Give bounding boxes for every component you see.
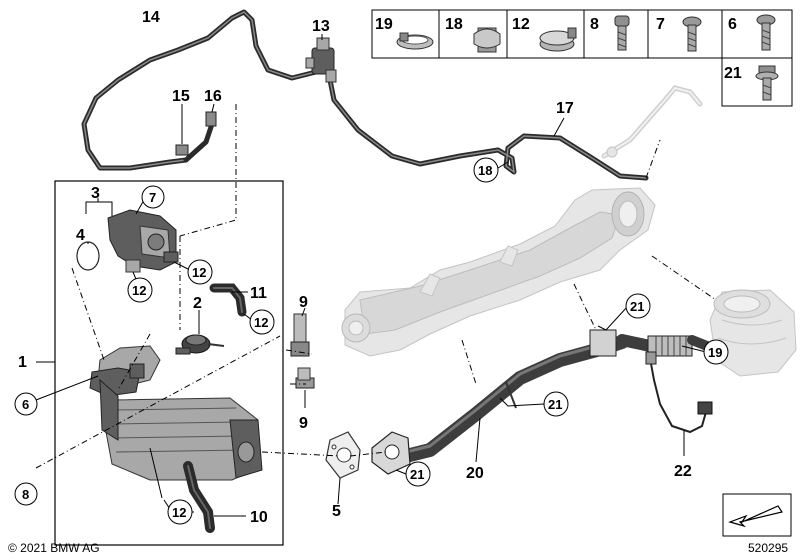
legend-label-7: 7	[656, 16, 665, 33]
fastener-legend: 19 18 12 8 7 6 21	[371, 9, 793, 107]
callout-circle-19	[703, 339, 729, 365]
legend-label-6: 6	[728, 16, 737, 33]
callout-8: 8	[22, 487, 29, 502]
hose-10	[183, 461, 215, 533]
bolt-icon	[614, 15, 630, 51]
bolt-icon	[755, 65, 779, 101]
egr-pipe	[371, 329, 717, 475]
intake-manifold	[341, 187, 656, 357]
callout-circle-12a	[127, 277, 153, 303]
callout-16: 16	[204, 88, 222, 105]
callout-21a: 21	[630, 299, 644, 314]
gasket-ring	[76, 241, 100, 271]
stud-bolt-lower	[295, 367, 315, 389]
stud-bolt-upper	[290, 313, 310, 357]
vacuum-line-ghost	[601, 85, 703, 159]
callout-12b: 12	[192, 265, 206, 280]
copyright: © 2021 BMW AG	[8, 541, 100, 555]
egr-valve-actuator	[107, 209, 179, 273]
callout-20: 20	[466, 465, 484, 482]
callout-circle-8	[14, 482, 38, 506]
callout-circle-6	[14, 392, 38, 416]
vacuum-hose-14	[81, 9, 319, 171]
callout-circle-12d	[167, 499, 193, 525]
callout-circle-21b	[543, 391, 569, 417]
direction-box	[722, 493, 792, 537]
vacuum-hose-17	[327, 77, 649, 181]
callout-21c: 21	[410, 467, 424, 482]
egr-cooler	[89, 345, 263, 481]
callout-7: 7	[149, 190, 156, 205]
callout-6: 6	[22, 397, 29, 412]
callout-13: 13	[312, 18, 330, 35]
dash-dot-lines	[35, 104, 717, 469]
turbocharger-outline	[709, 289, 797, 377]
fastener-clamp-icon	[473, 27, 501, 53]
callout-circle-12b	[187, 259, 213, 285]
callout-9-upper: 9	[299, 294, 308, 311]
callout-14: 14	[142, 9, 160, 26]
callout-12d: 12	[172, 505, 186, 520]
callout-circle-21c	[405, 461, 431, 487]
callout-circle-21a	[625, 293, 651, 319]
callout-circle-18	[473, 157, 499, 183]
callout-22: 22	[674, 463, 692, 480]
legend-label-18: 18	[445, 16, 463, 33]
temperature-sensor	[175, 334, 225, 355]
hose-11	[209, 283, 247, 317]
callout-2: 2	[193, 295, 202, 312]
exhaust-temp-sensor	[645, 351, 713, 434]
legend-label-8: 8	[590, 16, 599, 33]
diagram-number: 520295	[748, 541, 788, 555]
hose-connector-15-16	[175, 111, 217, 163]
callout-12c: 12	[254, 315, 268, 330]
callouts: 1 2 3 4 5 6 7 8 9 9 10 11 12 12 12 12 13…	[14, 9, 729, 526]
callout-19: 19	[708, 345, 722, 360]
callout-9-lower: 9	[299, 415, 308, 432]
pressure-converter	[305, 37, 337, 83]
leader-lines	[35, 34, 707, 517]
callout-18: 18	[478, 163, 492, 178]
bolt-icon	[682, 16, 702, 52]
egr-module-frame	[54, 180, 284, 546]
callout-21b: 21	[548, 397, 562, 412]
callout-4: 4	[76, 227, 85, 244]
callout-5: 5	[332, 503, 341, 520]
callout-1: 1	[18, 354, 27, 371]
callout-circle-12c	[249, 309, 275, 335]
legend-label-21: 21	[724, 65, 742, 82]
legend-label-19: 19	[375, 16, 393, 33]
callout-10: 10	[250, 509, 268, 526]
callout-circle-7	[141, 185, 165, 209]
callout-3: 3	[91, 185, 100, 202]
callout-17: 17	[556, 100, 574, 117]
callout-15: 15	[172, 88, 190, 105]
arrow-icon	[728, 505, 783, 528]
callout-12a: 12	[132, 283, 146, 298]
flange-gasket	[325, 431, 361, 479]
legend-label-12: 12	[512, 16, 530, 33]
bolt-icon	[756, 14, 776, 51]
band-clamp-icon	[539, 27, 577, 52]
callout-11: 11	[250, 285, 267, 302]
hose-clamp-icon	[396, 32, 434, 50]
